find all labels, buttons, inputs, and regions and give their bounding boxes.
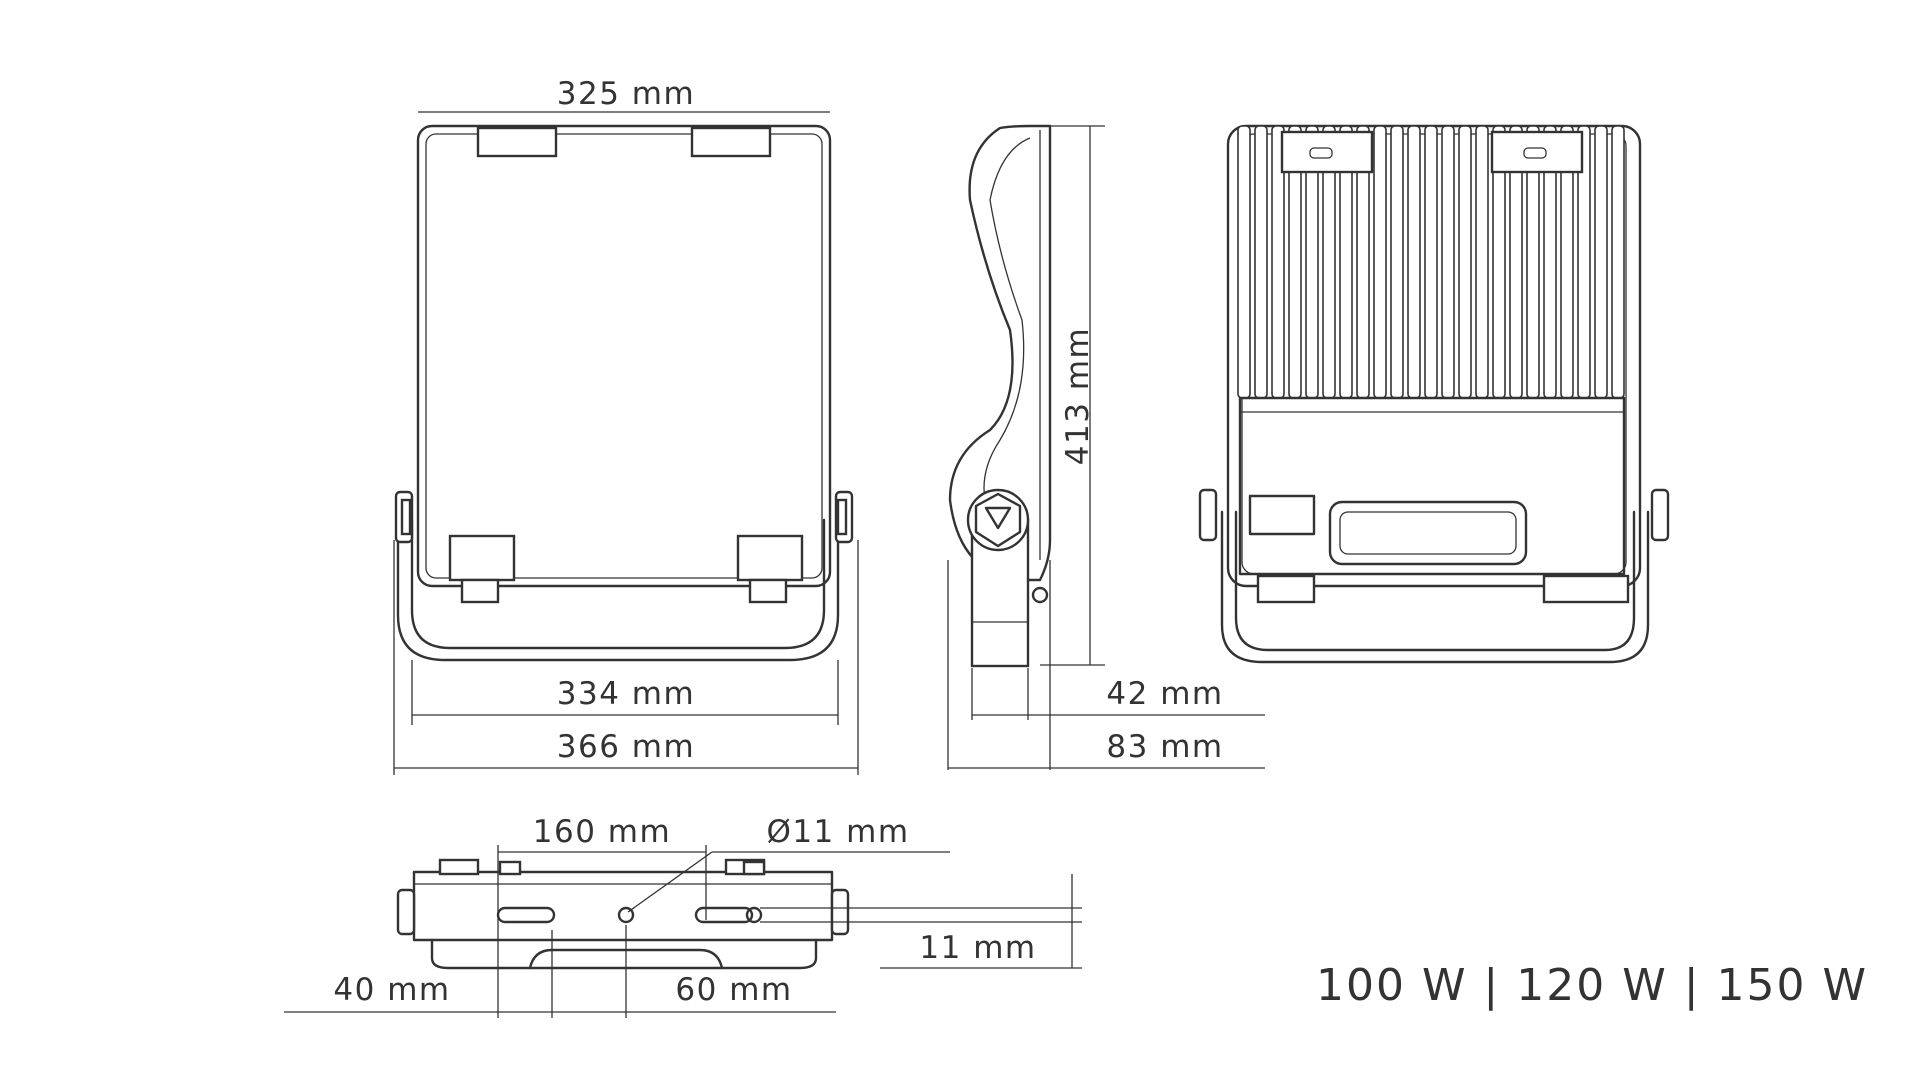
side-view	[948, 124, 1052, 668]
back-bracket	[1220, 510, 1650, 664]
back-knob-left	[1198, 488, 1218, 542]
cooling-fins	[1237, 125, 1625, 399]
dim-depth-bracket: 42 mm	[1106, 676, 1223, 712]
dim-slot-spacing: 160 mm	[533, 814, 671, 850]
side-dimension-lines	[947, 125, 1265, 770]
back-latch-right	[1490, 130, 1584, 174]
front-body	[416, 124, 832, 588]
bottom-body	[412, 870, 834, 942]
slot-left	[496, 906, 556, 924]
center-hole	[617, 906, 635, 924]
front-bracket	[396, 518, 840, 662]
bottom-clip-right	[736, 534, 804, 582]
top-clip-right	[690, 126, 772, 158]
front-view	[394, 124, 854, 662]
wattage-options: 100 W | 120 W | 150 W	[1316, 960, 1868, 1011]
label-plate	[1248, 494, 1316, 536]
dim-offset-left: 40 mm	[333, 972, 450, 1008]
dim-outer-width: 366 mm	[557, 729, 695, 765]
dim-height: 413 mm	[1060, 327, 1096, 465]
slot-right	[694, 906, 754, 924]
top-clip-left	[476, 126, 558, 158]
bottom-clip-left	[448, 534, 516, 582]
bottom-view	[396, 858, 850, 970]
handle	[1328, 500, 1528, 566]
dim-top-width: 325 mm	[557, 76, 695, 112]
back-view	[1198, 124, 1670, 664]
dim-depth-total: 83 mm	[1106, 729, 1223, 765]
dim-hole-diameter: Ø11 mm	[766, 814, 909, 850]
dim-slot-width: 11 mm	[919, 930, 1036, 966]
bottom-dimension-lines	[284, 845, 1082, 1018]
bottom-knob-left	[396, 888, 416, 936]
dim-offset-right: 60 mm	[675, 972, 792, 1008]
back-latch-left	[1280, 130, 1374, 174]
front-dimension-lines	[393, 111, 859, 775]
dim-inner-width: 334 mm	[557, 676, 695, 712]
bottom-knob-right	[830, 888, 850, 936]
back-knob-right	[1650, 488, 1670, 542]
hinge	[966, 488, 1030, 552]
